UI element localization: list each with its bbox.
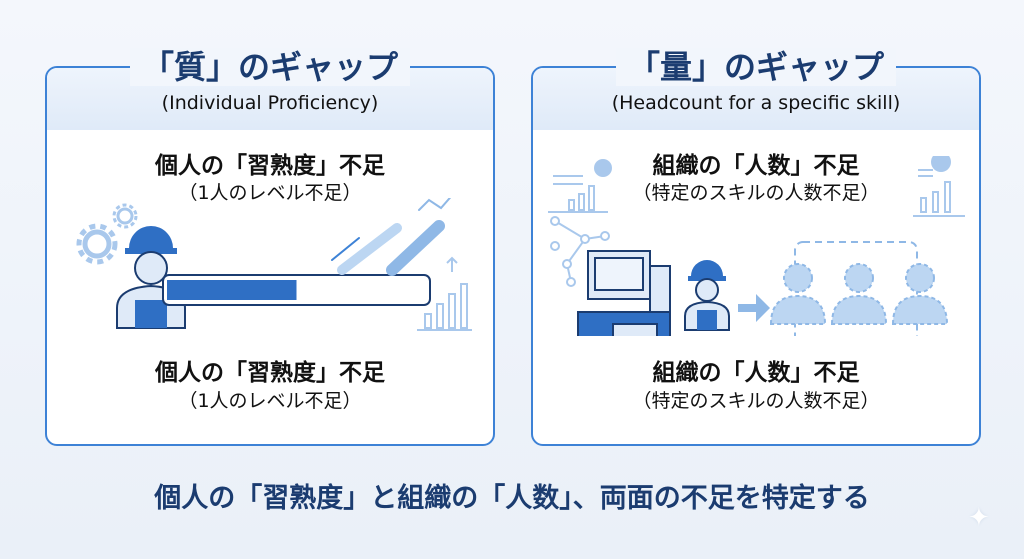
bottom-line1: 組織の「人数」不足 [652, 360, 860, 386]
quality-gap-panel: 「質」のギャップ (Individual Proficiency) 個人の「習熟… [45, 48, 495, 446]
network-icon [550, 216, 610, 287]
top-line1: 組織の「人数」不足 [652, 153, 860, 179]
growth-arrows-icon [331, 198, 452, 276]
computer-icon [577, 250, 671, 336]
top-line2: （1人のレベル不足） [178, 182, 362, 204]
sparkle-icon: ✦ [968, 503, 990, 533]
worker-icon [116, 226, 186, 329]
quantity-gap-panel: 「量」のギャップ (Headcount for a specific skill… [531, 48, 981, 446]
gear-icon [76, 203, 138, 265]
summary-caption: 個人の「習熟度」と組織の「人数」、両面の不足を特定する [154, 483, 870, 514]
bottom-line2: （特定のスキルの人数不足） [632, 390, 880, 412]
panel-subtitle: (Headcount for a specific skill) [611, 92, 901, 114]
top-line1: 個人の「習熟度」不足 [155, 153, 385, 179]
worker-icon [684, 260, 730, 331]
headcount-illustration [548, 156, 965, 336]
panel-subtitle: (Individual Proficiency) [161, 92, 379, 114]
question-chart-icon [548, 156, 965, 217]
arrow-icon [738, 294, 770, 322]
panel-title: 「質」のギャップ [129, 48, 410, 86]
bottom-line1: 個人の「習熟度」不足 [155, 360, 385, 386]
proficiency-illustration [76, 198, 472, 331]
missing-group-outline [794, 241, 918, 336]
top-line2: （特定のスキルの人数不足） [632, 182, 880, 204]
proficiency-bar-fill [167, 280, 297, 300]
missing-person-icons [769, 263, 949, 325]
bottom-line2: （1人のレベル不足） [178, 390, 362, 412]
panel-title: 「量」のギャップ [615, 48, 896, 86]
bar-chart-icon [417, 256, 472, 331]
